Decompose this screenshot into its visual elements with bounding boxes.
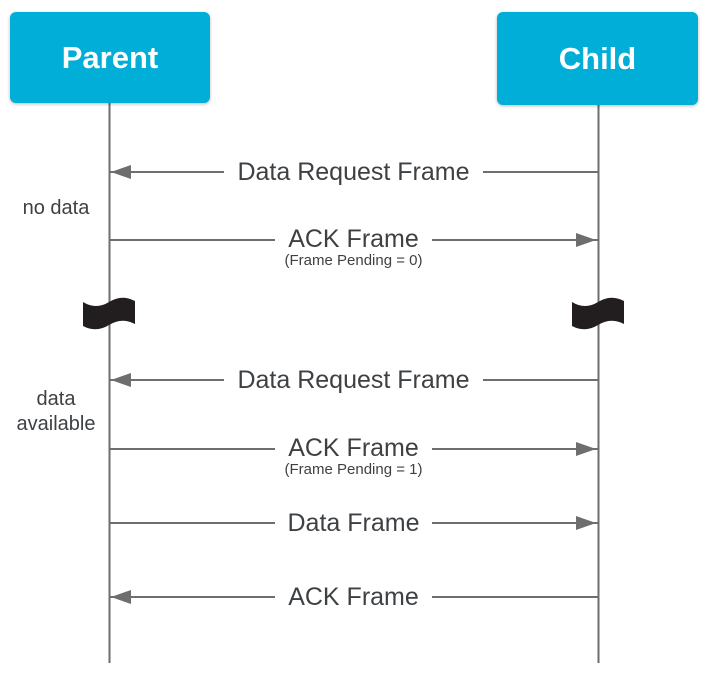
- arrowhead-right-icon: [576, 442, 596, 456]
- message-sublabel-frame-pending-1: (Frame Pending = 1): [284, 461, 423, 478]
- actor-parent: Parent: [10, 12, 210, 103]
- message-text: ACK Frame: [275, 224, 432, 254]
- message-text: Data Frame: [274, 508, 433, 538]
- message-sublabel-frame-pending-0: (Frame Pending = 0): [284, 252, 423, 269]
- arrowhead-left-icon: [111, 590, 131, 604]
- message-text: ACK Frame: [275, 433, 432, 463]
- message-text: Data Request Frame: [224, 157, 483, 187]
- arrowhead-right-icon: [576, 233, 596, 247]
- flag-icon: [572, 297, 624, 330]
- message-label-ack-2: ACK Frame: [109, 433, 598, 463]
- actor-child: Child: [497, 12, 698, 105]
- arrowhead-left-icon: [111, 165, 131, 179]
- actor-child-label: Child: [558, 40, 637, 76]
- arrowhead-left-icon: [111, 373, 131, 387]
- message-label-data-request-1: Data Request Frame: [109, 157, 598, 187]
- message-label-data-request-2: Data Request Frame: [109, 365, 598, 395]
- arrowhead-right-icon: [576, 516, 596, 530]
- side-note-data-available: data available: [16, 388, 96, 435]
- side-note-no-data: no data: [22, 197, 90, 219]
- message-label-ack-1: ACK Frame: [109, 224, 598, 254]
- message-label-data-frame: Data Frame: [109, 508, 598, 538]
- flag-icon: [83, 297, 135, 330]
- message-label-ack-3: ACK Frame: [109, 582, 598, 612]
- message-text: Data Request Frame: [224, 365, 483, 395]
- message-text: ACK Frame: [275, 582, 432, 612]
- actor-parent-label: Parent: [61, 39, 159, 75]
